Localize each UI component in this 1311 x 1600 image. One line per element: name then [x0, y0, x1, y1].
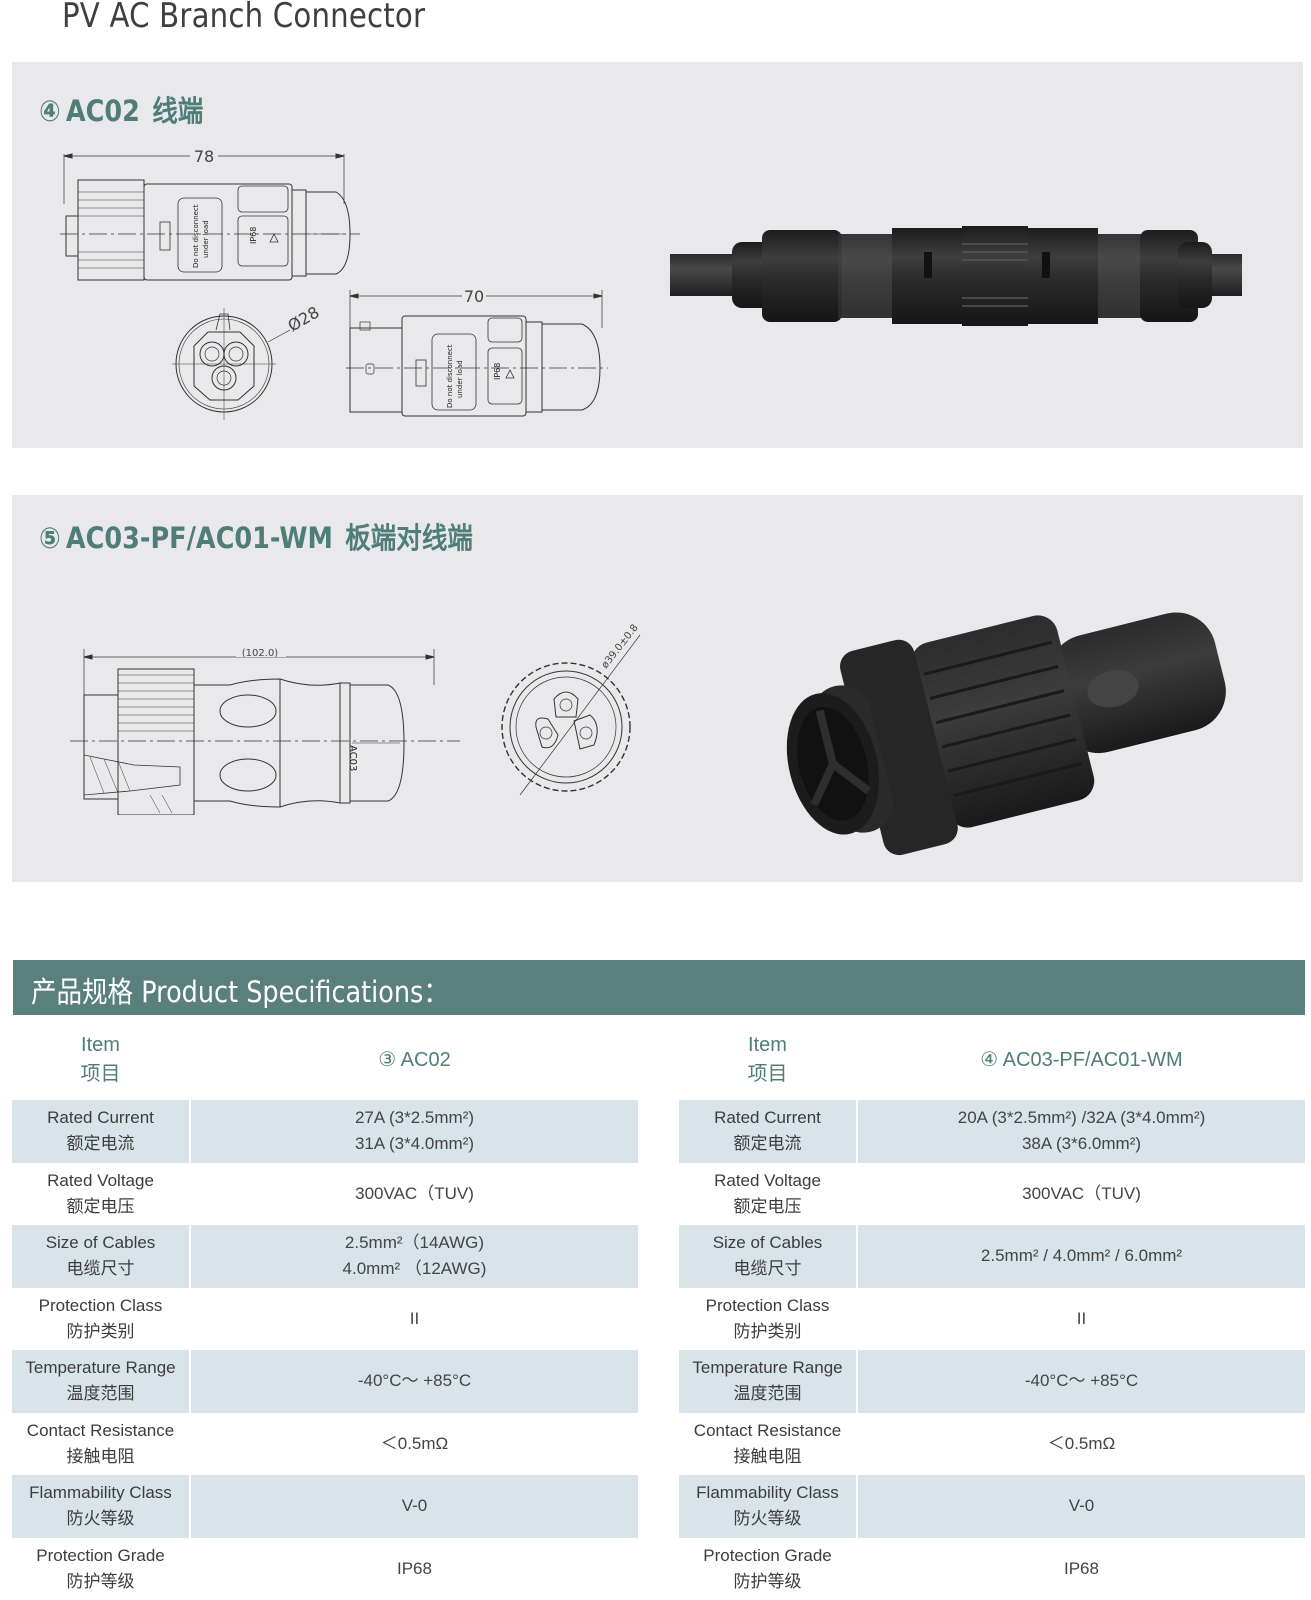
ip-rating-mark: IP68 [249, 227, 258, 244]
header-item: Item 项目 [80, 1034, 121, 1085]
technical-drawing-end-view: Ø28 [172, 302, 332, 422]
item-number: ⑤ [39, 521, 61, 555]
technical-drawing-side-view: (102.0) AC03 [70, 645, 460, 815]
page-title: PV AC Branch Connector [62, 0, 426, 36]
product-photo-ac02 [670, 212, 1250, 332]
table-header-row: Item 项目 ③ AC02 [12, 1020, 638, 1100]
svg-text:Do not disconnect: Do not disconnect [446, 344, 454, 408]
svg-text:under load: under load [202, 220, 210, 258]
model-subtitle-cn: 线端 [152, 94, 204, 128]
model-name: AC02 [65, 94, 140, 128]
header-model: ③ AC02 [378, 1049, 451, 1071]
dimension-length: 70 [464, 288, 484, 306]
dimension-diameter: ø39.0±0.8 [600, 623, 641, 671]
model-mark: AC03 [347, 745, 358, 771]
technical-drawing-side-view: 78 IP68 Do not disconnect under load [60, 144, 360, 284]
svg-text:IP68: IP68 [493, 363, 502, 380]
model-name: AC03-PF/AC01-WM [65, 521, 333, 555]
product-photo-ac03 [760, 585, 1260, 875]
technical-drawing-top-view: 70 IP68 Do not disconnect under load [346, 288, 616, 418]
model-subtitle-cn: 板端对线端 [345, 521, 473, 555]
dimension-diameter: Ø28 [285, 303, 323, 336]
item-number: ④ [39, 94, 61, 128]
dimension-length: (102.0) [242, 648, 279, 659]
svg-text:under load: under load [456, 360, 464, 398]
technical-drawing-end-view: ø39.0±0.8 [490, 615, 670, 805]
table-header-row: Item 项目 ④ AC03-PF/AC01-WM [679, 1020, 1305, 1100]
header-model: ④ AC03-PF/AC01-WM [980, 1049, 1183, 1071]
specifications-banner: 产品规格 Product Specifications： [13, 960, 1305, 1015]
dimension-length: 78 [194, 147, 214, 166]
specifications-title: 产品规格 Product Specifications： [31, 975, 449, 1009]
header-item: Item 项目 [747, 1034, 788, 1085]
svg-text:Do not disconnect: Do not disconnect [192, 204, 200, 268]
